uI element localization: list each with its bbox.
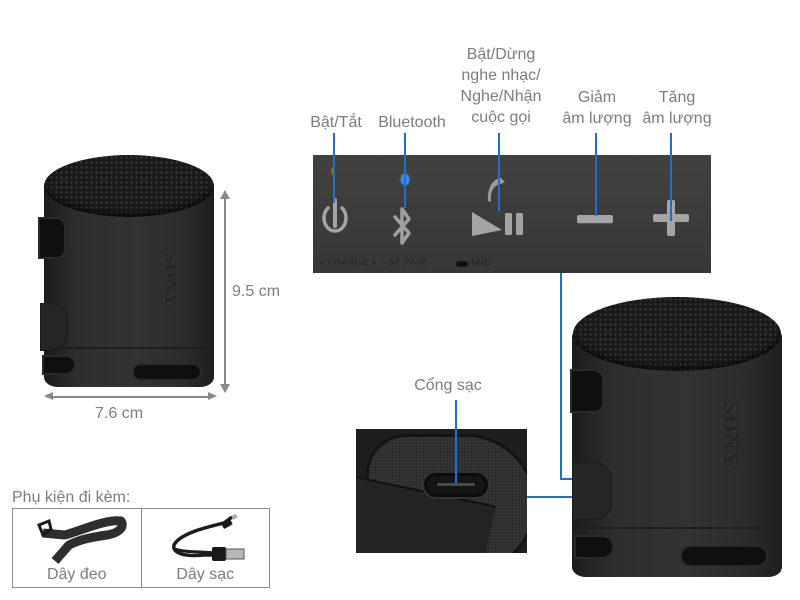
bluetooth-icon <box>393 207 411 245</box>
volume-up-label: Tăng âm lượng <box>642 89 712 127</box>
arrow-left-icon <box>44 392 53 400</box>
speaker-base-vent <box>132 363 202 381</box>
charging-port-closeup <box>356 429 527 553</box>
panel-connector-line <box>560 273 562 479</box>
port-leader-line <box>455 400 457 483</box>
play-pause-label: Bật/Dừng nghe nhạc/ Nghe/Nhận cuộc gọi <box>460 46 542 126</box>
panel-connector-line <box>560 478 580 480</box>
speaker-grille <box>573 297 781 371</box>
arrow-up-icon <box>220 190 230 199</box>
minus-icon <box>577 215 613 223</box>
power-icon <box>322 198 348 233</box>
speaker-base-vent <box>680 545 768 567</box>
volume-down-label: Giảm âm lượng <box>562 89 632 127</box>
charge-indicator-text: ● CHARGE <box>319 257 369 267</box>
play-pause-leader-line <box>498 133 500 211</box>
speaker-grille <box>44 155 214 217</box>
accessory-label: Dây đeo <box>46 566 107 583</box>
arrow-down-icon <box>220 384 230 393</box>
accessory-item: Dây đeo <box>13 509 141 587</box>
accessories-title: Phụ kiện đi kèm: <box>12 489 131 506</box>
arrow-right-icon <box>208 392 217 400</box>
bluetooth-label: Bluetooth <box>378 114 446 131</box>
accessory-item: Dây sạc <box>140 509 270 587</box>
side-button-cover <box>572 462 612 520</box>
mic-indicator: MIC <box>456 257 492 269</box>
charging-port-label: Cổng sạc <box>414 377 482 394</box>
port-connector-line <box>527 496 605 498</box>
strap-slot <box>38 217 66 259</box>
play-pause-icon <box>472 212 523 236</box>
side-button-cover <box>40 303 68 351</box>
pair-indicator-text: ● —ST PAIR <box>371 257 426 267</box>
speaker-base-band <box>46 347 214 349</box>
power-label: Bật/Tắt <box>310 114 362 131</box>
accessories-box: Dây đeo Dây sạc <box>12 508 270 588</box>
speaker-front-view: SONY <box>38 155 220 390</box>
width-label: 7.6 cm <box>95 405 144 422</box>
speaker-side-view: SONY <box>570 297 784 577</box>
strap-icon <box>37 516 127 564</box>
usb-cable-icon <box>171 513 244 561</box>
speaker-base-vent <box>574 535 614 559</box>
speaker-base-vent <box>42 355 76 375</box>
strap-slot <box>570 369 604 413</box>
control-panel-closeup: ● CHARGE ● —ST PAIR MIC <box>313 155 711 273</box>
width-dimension-line <box>47 396 213 398</box>
height-dimension-line <box>224 193 226 391</box>
volume-down-leader-line <box>595 133 597 216</box>
speaker-base-band <box>574 527 780 529</box>
power-leader-line <box>333 133 335 203</box>
brand-logo: SONY <box>161 253 180 309</box>
brand-logo: SONY <box>718 402 742 469</box>
phone-icon <box>487 178 505 202</box>
volume-up-leader-line <box>670 133 672 221</box>
bluetooth-leader-line <box>404 133 406 208</box>
accessory-label: Dây sạc <box>176 566 235 583</box>
height-label: 9.5 cm <box>232 283 281 300</box>
